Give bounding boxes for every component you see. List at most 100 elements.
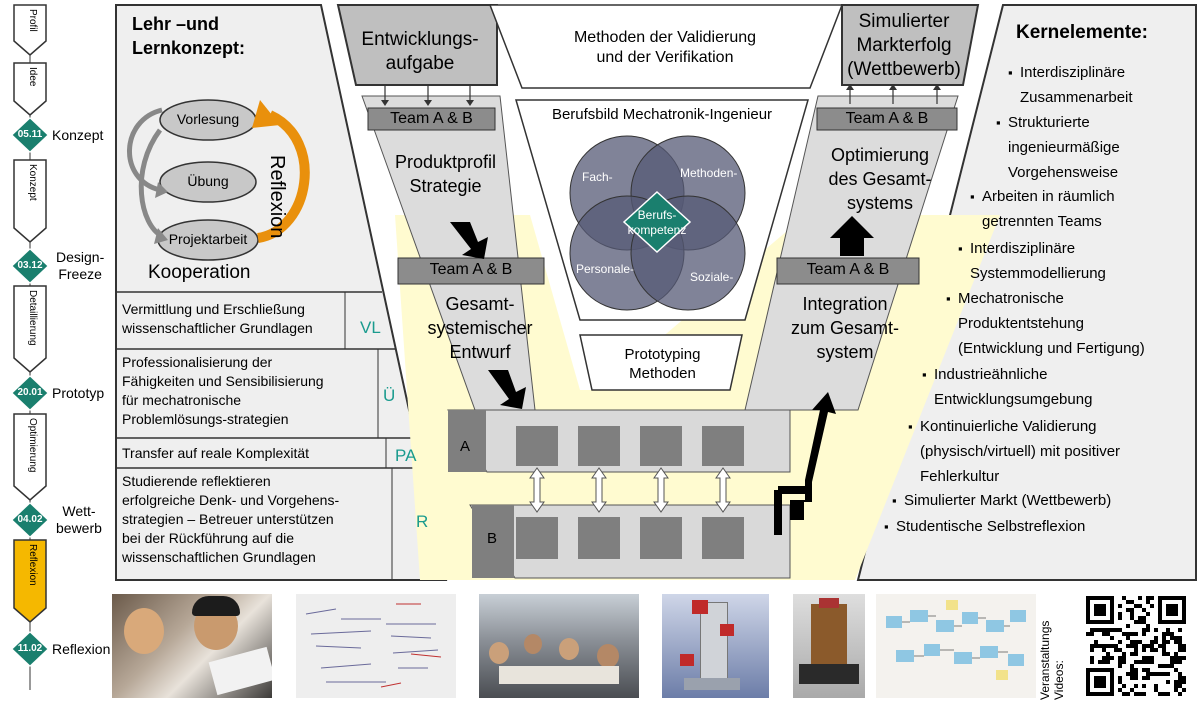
kernelement-item: Strukturierte ingenieurmäßige Vorgehensw… (1008, 114, 1120, 181)
markt-text: Simulierter Markterfolg (Wettbewerb) (847, 11, 961, 80)
milestone-diamond (11, 248, 49, 284)
venn-fach: Fach- (582, 170, 613, 184)
bullet: ▪ (946, 291, 951, 306)
milestone-label: Wett- bewerb (56, 503, 102, 536)
method-r-text: Studierende reflektieren erfolgreiche De… (122, 473, 340, 565)
arrow-up-2 (790, 392, 836, 520)
markt-box (841, 4, 980, 86)
milestone-label: Prototyp (52, 385, 105, 401)
lehr-title: Lehr –und Lernkonzept: (132, 14, 246, 58)
venn-methoden: Methoden- (680, 166, 738, 180)
photo-cad-model (662, 594, 769, 698)
arrow-down-2 (488, 370, 526, 409)
milestone-diamond (11, 375, 49, 411)
kernelement-item: Simulierter Markt (Wettbewerb) (904, 492, 1112, 509)
integration-text: Integration zum Gesamt- system (790, 294, 900, 362)
entwicklung-box (336, 4, 498, 86)
bullet: ▪ (996, 115, 1001, 130)
produktprofil-text: Produktprofil Strategie (394, 152, 497, 196)
venn-center: Berufs- kompetenz (627, 208, 687, 237)
cycle-arrow-orange (256, 110, 310, 243)
kernelement-item: Kontinuierliche Validierung (physisch/vi… (920, 418, 1121, 485)
validierung-box (488, 4, 844, 89)
method-pa-text: Transfer auf reale Komplexität (122, 445, 310, 461)
venn-diagram (569, 135, 746, 311)
arrow-down-1 (450, 222, 488, 259)
milestone-label: Design- Freeze (56, 249, 105, 282)
phase-label-reflexion: Reflexion (27, 544, 38, 586)
cycle-arrow-gray (127, 107, 163, 193)
photo-team-meeting (479, 594, 639, 698)
bullet: ▪ (922, 367, 927, 382)
phase-profil (13, 4, 47, 56)
team-a-label: A (460, 438, 471, 455)
milestone-label: Reflexion (52, 641, 111, 657)
kernelement-item: Mechatronische Produktentstehung (Entwic… (958, 290, 1145, 357)
method-vl-code: VL (360, 318, 381, 337)
kooperation-label: Kooperation (148, 262, 251, 283)
videos-label: Veranstaltungs Videos: (1038, 620, 1066, 700)
photo-students (112, 594, 272, 698)
team-a-members (516, 426, 744, 466)
arrow-up-1 (830, 216, 874, 256)
phase-reflexion (13, 539, 47, 623)
method-ue-code: Ü (383, 386, 396, 405)
kernelement-item: Interdisziplinäre Zusammenarbeit (1020, 64, 1133, 106)
milestone-date: 03.12 (17, 260, 43, 271)
bullet: ▪ (908, 419, 913, 434)
method-vl-text: Vermittlung und Erschließung wissenschaf… (122, 301, 313, 336)
cycle-projektarbeit: Projektarbeit (168, 231, 248, 247)
phase-label-idee: Idee (27, 67, 38, 87)
team-header-4: Team A & B (806, 261, 890, 278)
phase-konzept (13, 159, 47, 243)
milestone-label: Konzept (52, 127, 104, 143)
phase-optimierung (13, 413, 47, 501)
phase-detaillierung (13, 285, 47, 373)
reflexion-label: Reflexion (266, 155, 288, 239)
phase-label-profil: Profil (27, 9, 38, 32)
phase-label-optimierung: Optimierung (27, 418, 38, 473)
kernelement-item: Industrieähnliche Entwicklungsumgebung (934, 366, 1093, 408)
team-header-2: Team A & B (429, 261, 513, 278)
kernelemente-title: Kernelemente: (1016, 22, 1148, 43)
qr-code[interactable] (1084, 594, 1190, 698)
milestone-diamond (11, 117, 49, 153)
team-b-label: B (487, 530, 498, 547)
cycle-uebung: Übung (187, 173, 229, 189)
method-ue-text: Professionalisierung der Fähigkeiten und… (122, 354, 324, 427)
phase-label-detaillierung: Detaillierung (27, 290, 38, 346)
bullet: ▪ (892, 493, 897, 508)
gesamt-text: Gesamt- systemischer Entwurf (427, 294, 533, 362)
cycle-vorlesung: Vorlesung (176, 111, 240, 127)
photo-planning-board (876, 594, 1036, 698)
team-header-3: Team A & B (845, 110, 929, 127)
prototyping-box (579, 334, 743, 391)
milestone-date: 11.02 (17, 643, 43, 654)
exchange-arrows (529, 467, 731, 513)
validierung-text: Methoden der Validierung und der Verifik… (573, 29, 757, 66)
milestone-date: 05.11 (17, 129, 43, 140)
team-header-1: Team A & B (390, 110, 473, 127)
bullet: ▪ (884, 519, 889, 534)
optimierung-text: Optimierung des Gesamt- systems (828, 145, 932, 213)
kernelement-item: Studentische Selbstreflexion (896, 518, 1086, 535)
photo-whiteboard (296, 594, 456, 698)
bullet: ▪ (970, 189, 975, 204)
prototyping-text: Prototyping Methoden (624, 346, 701, 382)
entwicklung-text: Entwicklungs- aufgabe (361, 29, 479, 74)
bullet: ▪ (958, 241, 963, 256)
method-pa-code: PA (395, 446, 417, 465)
team-b-members (516, 517, 744, 559)
bullet: ▪ (1008, 65, 1013, 80)
phase-label-konzept: Konzept (27, 164, 38, 201)
milestone-diamond (11, 502, 49, 538)
phase-idee (13, 62, 47, 116)
milestone-date: 04.02 (17, 514, 43, 525)
venn-personale: Personale- (576, 262, 635, 276)
kernelement-item: Interdisziplinäre Systemmodellierung (970, 240, 1106, 282)
milestone-diamond (11, 631, 49, 667)
berufsbild-title: Berufsbild Mechatronik-Ingenieur (551, 106, 773, 123)
milestone-date: 20.01 (17, 387, 43, 398)
venn-soziale: Soziale- (690, 270, 734, 284)
